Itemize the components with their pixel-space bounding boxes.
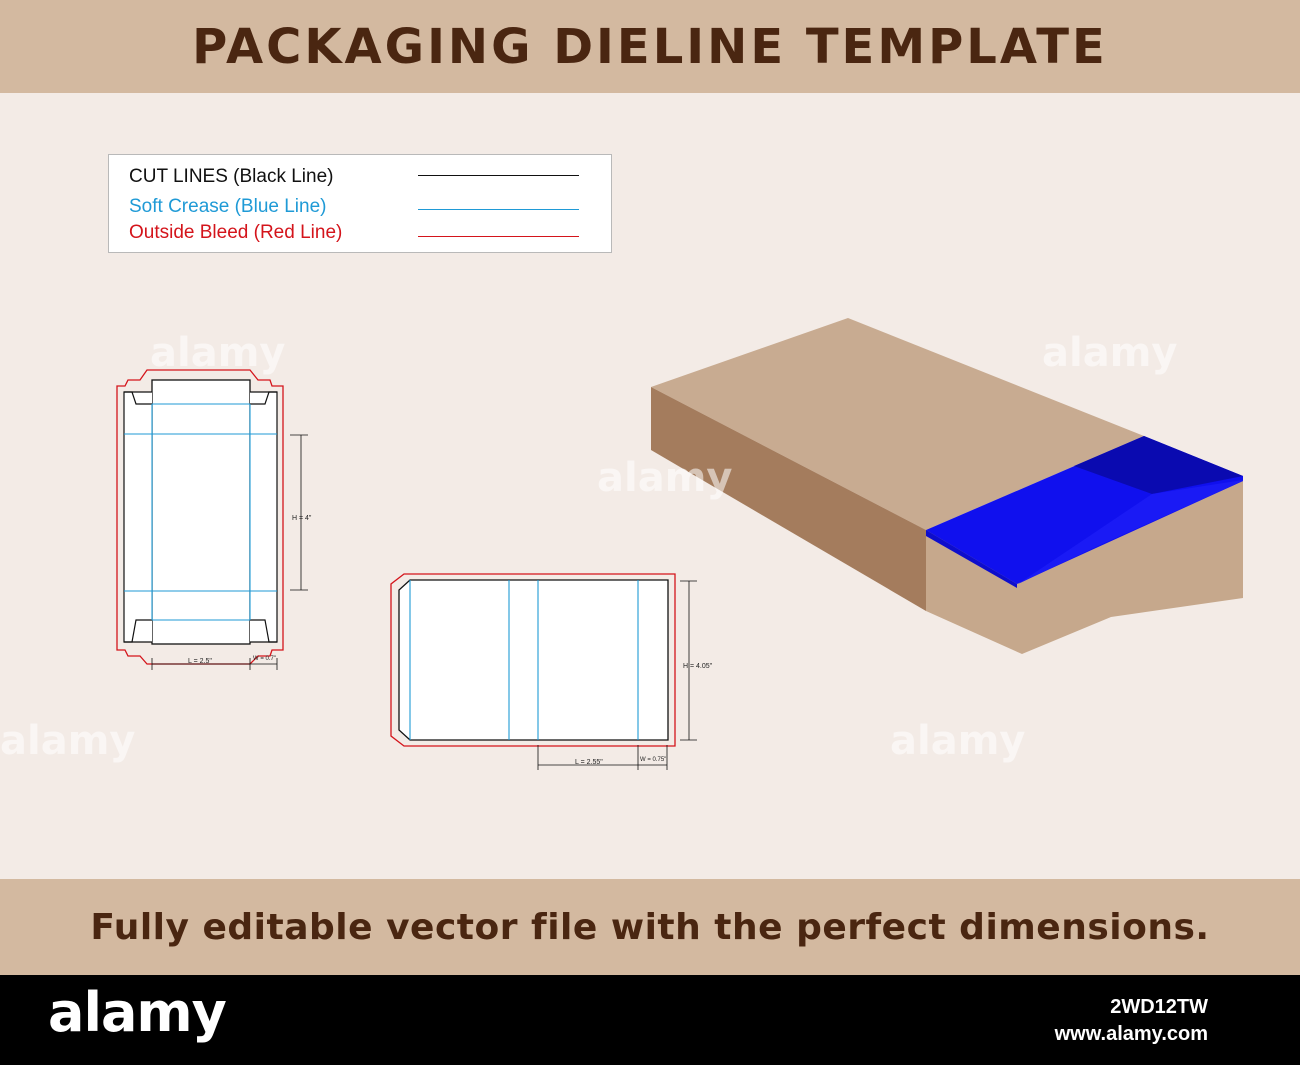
box-sleeve-front bbox=[651, 387, 926, 611]
dieline-2-length-label: L = 2.55" bbox=[575, 759, 603, 766]
legend-crease-label: Soft Crease (Blue Line) bbox=[129, 196, 327, 217]
footer-band: Fully editable vector file with the perf… bbox=[0, 879, 1300, 975]
dieline-1-body bbox=[151, 379, 251, 645]
brand-url: www.alamy.com bbox=[1054, 1023, 1208, 1045]
dieline-1 bbox=[116, 369, 308, 670]
legend-bleed-label: Outside Bleed (Red Line) bbox=[129, 222, 343, 243]
image-id: 2WD12TW bbox=[1110, 996, 1208, 1018]
dieline-1-length-label: L = 2.5" bbox=[188, 658, 212, 665]
legend-bleed-line bbox=[418, 236, 579, 237]
legend-cut-line bbox=[418, 175, 579, 176]
dieline-1-height-label: H = 4" bbox=[292, 515, 312, 522]
dieline-1-left-flap bbox=[123, 391, 152, 643]
footer-tagline: Fully editable vector file with the perf… bbox=[90, 906, 1210, 948]
dieline-2-height-label: H = 4.05" bbox=[683, 663, 713, 670]
page-title: PACKAGING DIELINE TEMPLATE bbox=[192, 18, 1108, 75]
dieline-2-width-label: W = 0.75" bbox=[640, 757, 667, 763]
dieline-1-right-flap bbox=[250, 391, 278, 643]
legend-crease-line bbox=[418, 209, 579, 210]
dieline-2-bleed bbox=[390, 573, 676, 747]
brand-logo: alamy bbox=[48, 981, 227, 1044]
dieline-2-body bbox=[398, 579, 669, 741]
watermark-strip: alamy 2WD12TW www.alamy.com bbox=[0, 975, 1300, 1065]
box-tray-side bbox=[926, 611, 1022, 654]
box-sleeve-top bbox=[651, 318, 1144, 530]
legend-cut-label: CUT LINES (Black Line) bbox=[129, 166, 334, 187]
dieline-2 bbox=[390, 573, 697, 770]
box-3d-render bbox=[651, 318, 1243, 654]
legend-box: CUT LINES (Black Line) Soft Crease (Blue… bbox=[108, 154, 612, 253]
header-band: PACKAGING DIELINE TEMPLATE bbox=[0, 0, 1300, 93]
dieline-1-width-label: W = 0.7" bbox=[253, 656, 276, 662]
